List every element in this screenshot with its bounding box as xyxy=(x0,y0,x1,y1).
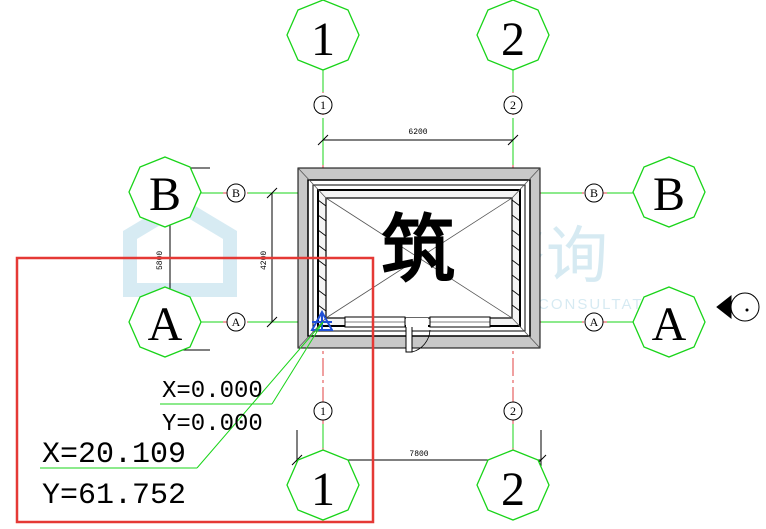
dim-left-inner: 4200 xyxy=(260,251,269,270)
coordinate-readout: X=0.000 Y=0.000 X=20.109 Y=61.752 xyxy=(42,378,263,513)
grid-bubble-A-left xyxy=(128,286,202,358)
dim-top-span: 6200 xyxy=(408,128,427,137)
grid-bubble-2-bottom xyxy=(476,449,550,521)
wall-hatch xyxy=(317,199,521,312)
small-axis-2-top: 2 xyxy=(510,98,516,112)
building-plan[interactable]: 筑 xyxy=(297,167,541,353)
grid-bubble-2-top xyxy=(476,0,550,71)
axis-label-1-top: 1 xyxy=(311,13,335,66)
cursor-x-label: X=20.109 xyxy=(42,438,186,472)
grid-bubble-1-top xyxy=(286,0,360,71)
elevation-marker-icon[interactable] xyxy=(716,292,760,322)
origin-marker-icon[interactable] xyxy=(310,309,334,331)
room-diagonals xyxy=(297,167,541,349)
small-axis-2-bottom: 2 xyxy=(510,404,516,418)
highlight-box xyxy=(15,256,375,524)
axis-label-B-left: B xyxy=(149,168,181,221)
origin-y-label: Y=0.000 xyxy=(162,411,263,438)
axis-label-A-right: A xyxy=(652,298,687,351)
small-axis-A-left: A xyxy=(232,315,241,329)
axis-label-2-bottom: 2 xyxy=(501,463,525,516)
small-axis-1-top: 1 xyxy=(320,98,326,112)
grid-bubble-B-left xyxy=(128,156,202,228)
small-axis-B-left: B xyxy=(232,186,240,200)
grid-bubble-A-right xyxy=(632,286,706,358)
small-axis-A-right: A xyxy=(590,315,599,329)
grid-bubble-1-bottom xyxy=(286,449,360,521)
dim-bottom-span: 7800 xyxy=(409,450,428,459)
axis-label-1-bottom: 1 xyxy=(311,463,335,516)
dim-left-outer: 5800 xyxy=(156,251,165,270)
coordinate-leaders xyxy=(40,321,324,469)
door-opening xyxy=(406,318,428,328)
axis-label-B-right: B xyxy=(653,168,685,221)
axis-label-2-top: 2 xyxy=(501,13,525,66)
axis-label-A-left: A xyxy=(148,298,183,351)
small-axis-B-right: B xyxy=(590,186,598,200)
grid-bubble-B-right xyxy=(632,156,706,228)
grid-bubbles[interactable] xyxy=(128,0,706,521)
small-axis-bubbles xyxy=(226,95,604,421)
door-swing xyxy=(411,329,431,353)
small-axis-1-bottom: 1 xyxy=(320,404,326,418)
cursor-y-label: Y=61.752 xyxy=(42,479,186,513)
room-stamp: 筑 xyxy=(381,208,455,291)
origin-x-label: X=0.000 xyxy=(162,378,263,405)
door-leaf xyxy=(405,327,413,353)
